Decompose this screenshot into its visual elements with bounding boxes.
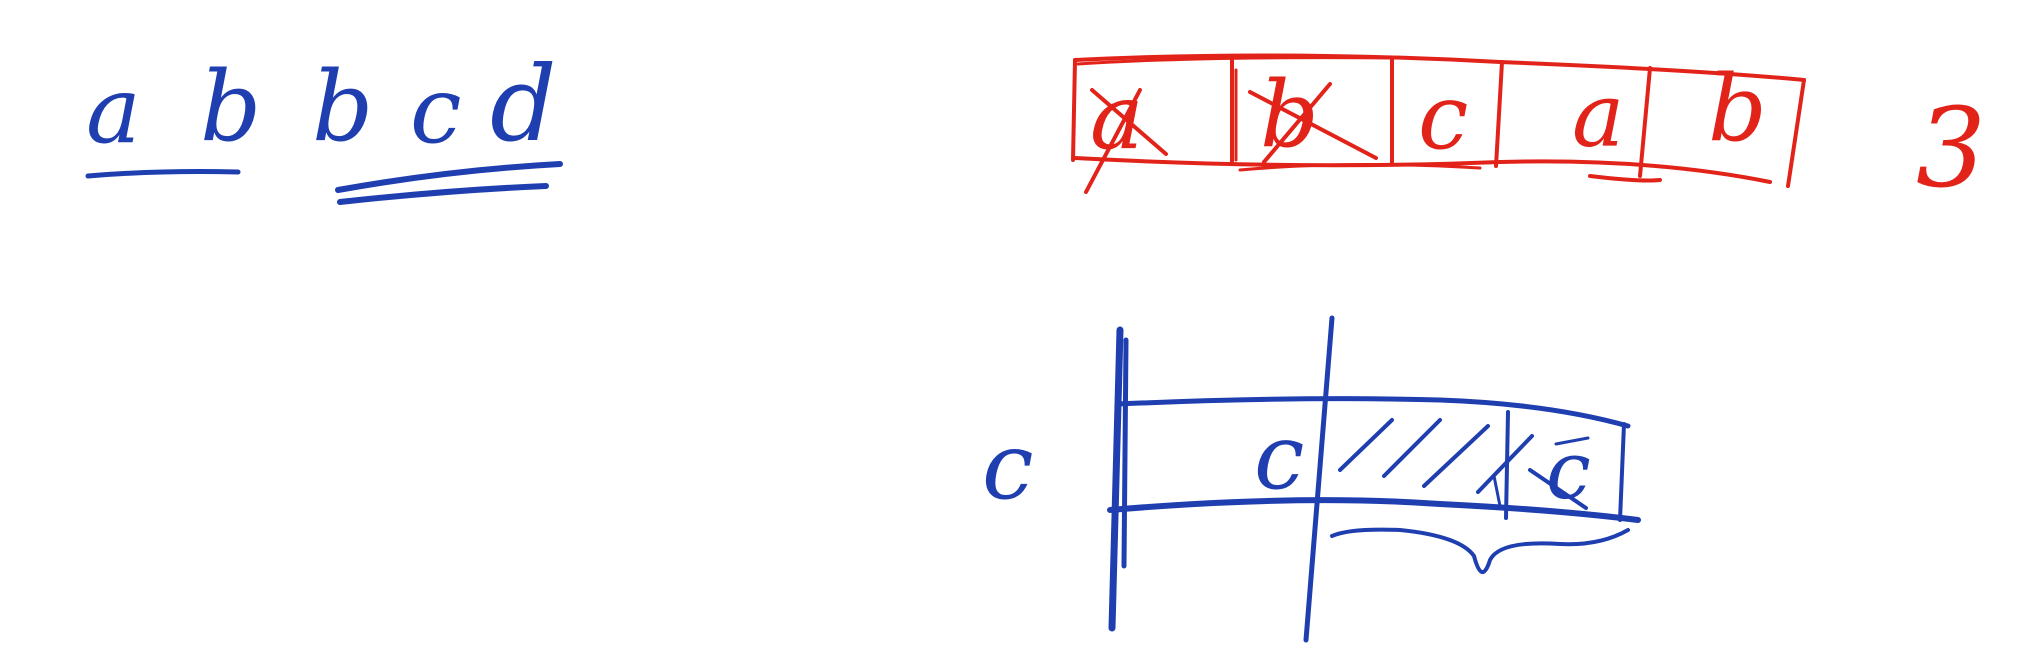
seq-letter-b2: b	[312, 51, 373, 163]
hatch-mark-2	[1382, 418, 1442, 478]
seq-letter-c: c	[410, 57, 462, 164]
red-array-left-edge	[1071, 58, 1077, 162]
seq-letter-d: d	[490, 43, 557, 165]
red-cell-a1: a	[1090, 65, 1144, 170]
window-curly-brace	[1330, 527, 1630, 574]
red-array: a b c a b 3	[1071, 53, 1986, 212]
red-cell-divider-4	[1638, 66, 1652, 178]
hatch-mark-1	[1338, 418, 1394, 472]
red-crossout-a-stroke-1	[1090, 88, 1168, 156]
hatch-mark-4	[1476, 434, 1534, 494]
underline-bcd-2	[337, 183, 549, 205]
left-pointer-line	[1108, 326, 1124, 632]
underline-bcd-1	[335, 161, 563, 193]
window-inner-divider-2	[1492, 474, 1502, 508]
red-array-top-edge-2	[1076, 56, 1404, 66]
window-right-edge	[1618, 422, 1626, 522]
red-count: 3	[1916, 84, 1986, 212]
red-cell-b2: b	[1708, 55, 1767, 162]
red-underline-ab	[1588, 174, 1662, 183]
right-pointer-line	[1303, 315, 1335, 643]
red-cell-divider-3	[1494, 60, 1504, 168]
seq-letter-a: a	[86, 57, 141, 164]
window-bottom-edge	[1107, 497, 1641, 523]
red-cell-a2: a	[1572, 64, 1624, 167]
red-crossout-b-stroke-1	[1248, 90, 1378, 160]
window-top-edge	[1115, 396, 1631, 429]
window-inner-divider	[1504, 410, 1510, 520]
seq-letter-b1: b	[200, 51, 261, 163]
window-side-label: c	[982, 413, 1034, 520]
red-crossout-a-stroke-2	[1084, 88, 1142, 194]
red-array-bottom-edge	[1073, 156, 1772, 184]
red-array-right-edge	[1786, 78, 1806, 188]
red-cell-c: c	[1418, 65, 1468, 170]
window-crossout-c-2	[1554, 436, 1590, 446]
window-diagram: c c c	[982, 315, 1641, 643]
window-crossout-c-1	[1528, 468, 1588, 510]
window-cell-c: c	[1254, 405, 1304, 510]
red-crossout-b-stroke-2	[1262, 82, 1332, 164]
hatch-mark-3	[1422, 424, 1490, 488]
red-underline-bc	[1238, 162, 1482, 172]
left-pointer-line-2	[1121, 337, 1129, 569]
red-array-top-edge	[1073, 53, 1806, 82]
left-sequence: a b b c d	[85, 43, 563, 205]
underline-ab	[85, 169, 241, 179]
